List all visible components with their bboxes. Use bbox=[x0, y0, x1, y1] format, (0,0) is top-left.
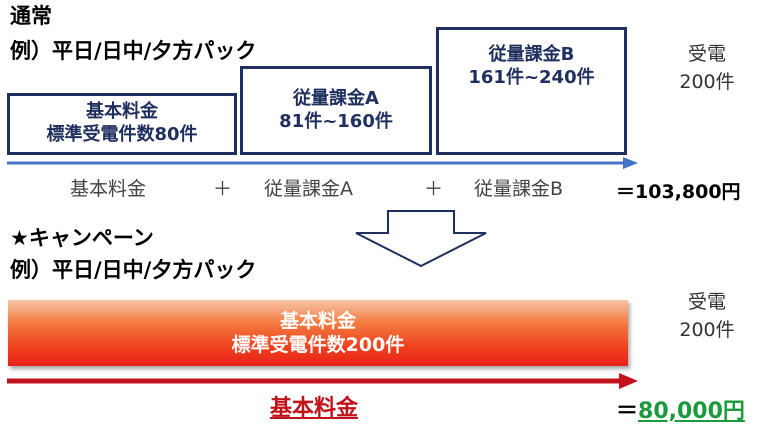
campaign-basic-fee-bar: 基本料金 標準受電件数200件 bbox=[8, 300, 628, 366]
normal-calls-title: 受電 bbox=[687, 43, 726, 65]
basic-fee-box: 基本料金 標準受電件数80件 bbox=[7, 93, 237, 155]
usage-fee-a-range: 81件~160件 bbox=[279, 110, 393, 132]
normal-timeline-arrow bbox=[7, 157, 638, 169]
usage-fee-a-box: 従量課金A 81件~160件 bbox=[240, 66, 432, 155]
campaign-example-label: 例）平日/日中/夕方パック bbox=[10, 258, 257, 282]
normal-calls-label: 受電 200件 bbox=[662, 40, 752, 96]
formula-term-basic: 基本料金 bbox=[70, 178, 147, 200]
usage-fee-b-range: 161件~240件 bbox=[468, 67, 595, 88]
basic-fee-box-subtitle: 標準受電件数80件 bbox=[46, 124, 198, 145]
campaign-formula-basic: 基本料金 bbox=[270, 396, 359, 421]
usage-fee-b-title: 従量課金B bbox=[488, 44, 575, 65]
campaign-calls-title: 受電 bbox=[687, 291, 726, 313]
usage-fee-b-box: 従量課金B 161件~240件 bbox=[436, 27, 627, 155]
campaign-total-value: 80,000円 bbox=[638, 399, 745, 424]
formula-plus-1: ＋ bbox=[213, 178, 233, 200]
campaign-timeline-arrow bbox=[7, 373, 638, 389]
normal-calls-count: 200件 bbox=[679, 71, 735, 93]
normal-heading: 通常 bbox=[10, 4, 52, 28]
campaign-total-equals: ＝ bbox=[616, 399, 639, 424]
down-arrow-icon bbox=[355, 210, 487, 268]
formula-term-usage-b: 従量課金B bbox=[474, 178, 564, 200]
campaign-calls-count: 200件 bbox=[679, 319, 735, 341]
campaign-total: ＝80,000円 bbox=[616, 393, 745, 425]
campaign-calls-label: 受電 200件 bbox=[662, 288, 752, 344]
basic-fee-box-title: 基本料金 bbox=[86, 101, 158, 122]
campaign-bar-title: 基本料金 bbox=[279, 310, 356, 332]
formula-plus-2: ＋ bbox=[424, 178, 444, 200]
normal-example-label: 例）平日/日中/夕方パック bbox=[10, 39, 257, 63]
campaign-heading: ★キャンペーン bbox=[10, 226, 154, 250]
formula-term-usage-a: 従量課金A bbox=[264, 178, 353, 200]
campaign-bar-subtitle: 標準受電件数200件 bbox=[231, 334, 405, 356]
usage-fee-a-title: 従量課金A bbox=[293, 87, 379, 109]
normal-total: ＝103,800円 bbox=[616, 181, 741, 203]
